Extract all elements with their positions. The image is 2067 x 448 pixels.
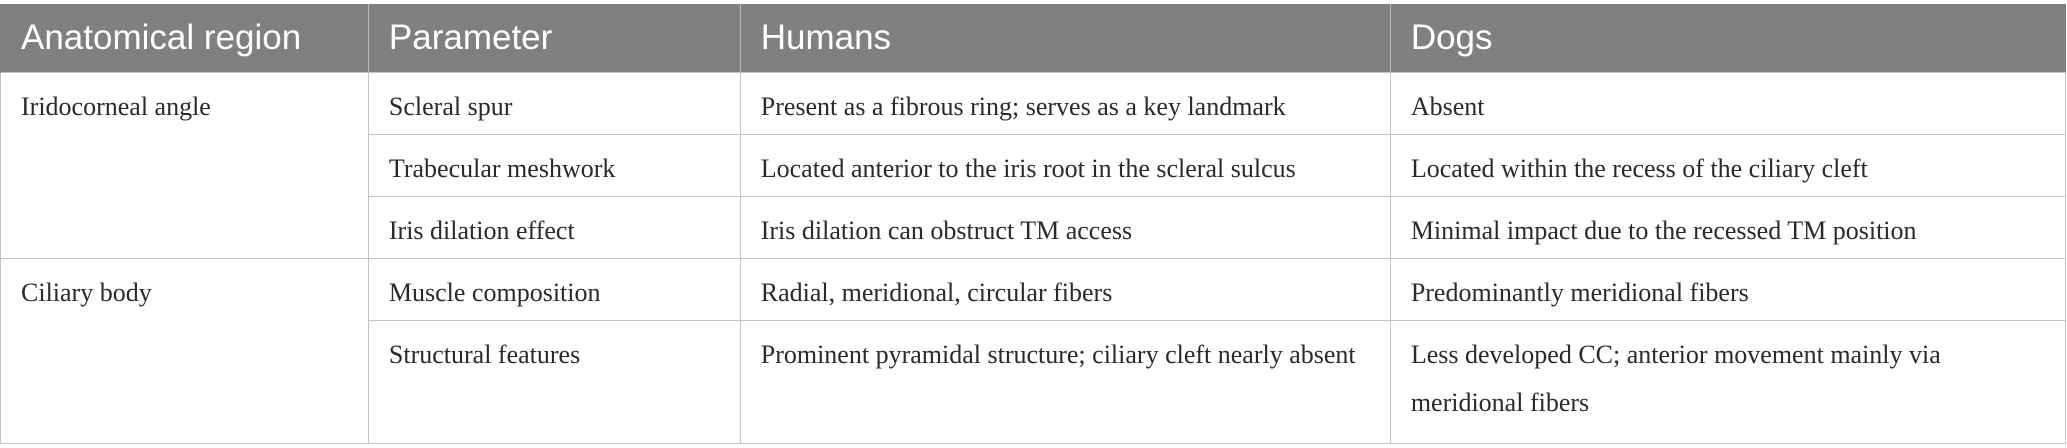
table-header: Anatomical region Parameter Humans Dogs: [0, 4, 2066, 73]
parameter-cell: Scleral spur: [367, 72, 741, 135]
header-row: Anatomical region Parameter Humans Dogs: [0, 4, 2066, 73]
dogs-cell: Less developed CC; anterior movement mai…: [1389, 320, 2067, 444]
humans-cell: Located anterior to the iris root in the…: [739, 134, 1391, 197]
header-dogs: Dogs: [1389, 4, 2066, 73]
header-humans: Humans: [739, 4, 1391, 73]
region-cell: Ciliary body: [0, 258, 369, 444]
humans-cell: Radial, meridional, circular fibers: [739, 258, 1391, 321]
table-row: Ciliary body Muscle composition Radial, …: [0, 258, 2067, 444]
parameter-cell: Muscle composition: [367, 258, 741, 321]
region-cell: Iridocorneal angle: [0, 72, 369, 259]
parameter-cell: Trabecular meshwork: [367, 134, 741, 197]
dogs-cell: Minimal impact due to the recessed TM po…: [1389, 196, 2067, 259]
dogs-cell: Absent: [1389, 72, 2067, 135]
parameter-cell: Structural features: [367, 320, 741, 444]
humans-cell: Present as a fibrous ring; serves as a k…: [739, 72, 1391, 135]
table-body: Iridocorneal angle Scleral spur Present …: [0, 72, 2067, 444]
table-row: Structural features Prominent pyramidal …: [1, 320, 2067, 444]
header-anatomical-region: Anatomical region: [0, 4, 369, 73]
comparison-table: Anatomical region Parameter Humans Dogs …: [0, 4, 2067, 444]
table-row: Iridocorneal angle Scleral spur Present …: [0, 72, 2067, 259]
dogs-cell: Predominantly meridional fibers: [1389, 258, 2067, 321]
parameter-cell: Iris dilation effect: [367, 196, 741, 259]
header-parameter: Parameter: [367, 4, 741, 73]
table-row: Trabecular meshwork Located anterior to …: [1, 134, 2067, 197]
dogs-cell: Located within the recess of the ciliary…: [1389, 134, 2067, 197]
humans-cell: Prominent pyramidal structure; ciliary c…: [739, 320, 1391, 444]
humans-cell: Iris dilation can obstruct TM access: [739, 196, 1391, 259]
